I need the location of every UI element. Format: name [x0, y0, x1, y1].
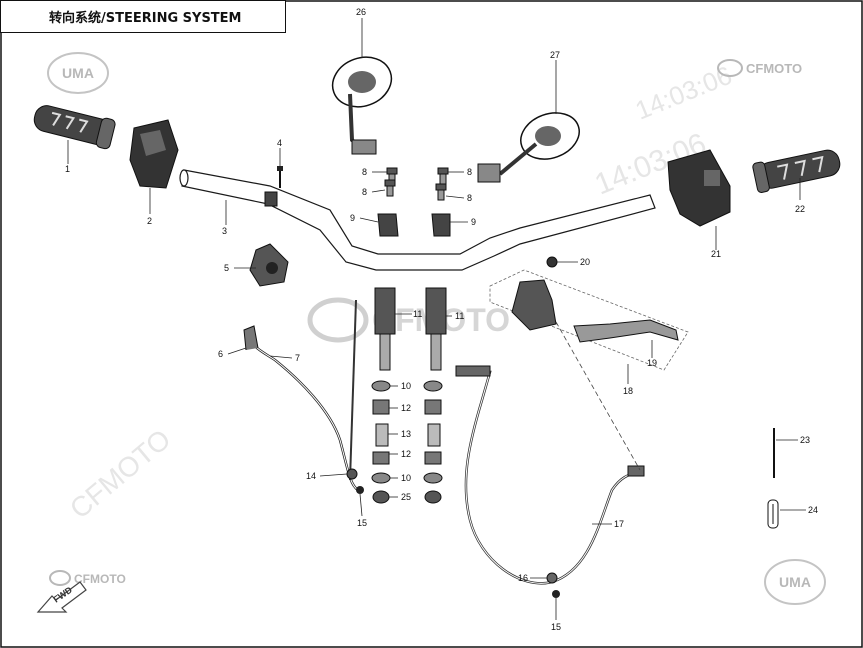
callout-12a: 12: [401, 403, 411, 413]
uma-logo-text: UMA: [62, 65, 94, 81]
hose-fitting-right: [627, 465, 645, 477]
uma-logo-bottom-text: UMA: [779, 574, 811, 590]
handlebar-collar: [264, 191, 278, 207]
watermark-timestamp-2: 14:03:06: [631, 60, 736, 126]
callout-17: 17: [614, 519, 624, 529]
callout-8b: 8: [362, 187, 367, 197]
page-title: 转向系统/STEERING SYSTEM: [49, 11, 242, 26]
left-grip: [33, 105, 116, 150]
callout-15b: 15: [551, 622, 561, 632]
callout-8c: 8: [467, 167, 472, 177]
cfmoto-logo-top: CFMOTO: [717, 59, 802, 77]
callout-19: 19: [647, 358, 657, 368]
callout-14: 14: [306, 471, 316, 481]
stack-right: [423, 380, 443, 504]
handlebar: [181, 169, 656, 271]
cfmoto-logo-text: CFMOTO: [746, 61, 802, 76]
cotter-pin: [767, 499, 779, 529]
callout-15a: 15: [357, 518, 367, 528]
callout-12b: 12: [401, 449, 411, 459]
callout-16: 16: [518, 573, 528, 583]
bolt-right: [435, 167, 449, 201]
callout-20: 20: [580, 257, 590, 267]
guide-line: [555, 321, 641, 471]
callout-11a: 11: [413, 309, 422, 319]
watermark-brand: CFMOTO: [64, 423, 176, 524]
clamp: [346, 468, 358, 480]
callout-11b: 11: [455, 311, 464, 321]
callout-21: 21: [711, 249, 721, 259]
title-box: 转向系统/STEERING SYSTEM: [0, 0, 286, 33]
callout-7: 7: [295, 353, 300, 363]
cable-elbow: [243, 325, 259, 351]
callout-3: 3: [222, 226, 227, 236]
callout-26: 26: [356, 7, 366, 17]
fwd-arrow-icon: FWD: [36, 581, 87, 613]
callout-10b: 10: [401, 473, 411, 483]
callout-24: 24: [808, 505, 818, 515]
upper-clamp-left: [377, 213, 399, 237]
riser-right: [425, 287, 447, 371]
callout-13: 13: [401, 429, 411, 439]
cfmoto-logo-bottom-text: CFMOTO: [74, 572, 126, 586]
hose-fitting-top: [455, 365, 491, 377]
callout-9a: 9: [350, 213, 355, 223]
clutch-mount: [249, 243, 289, 287]
riser-left: [374, 287, 396, 371]
callout-2: 2: [147, 216, 152, 226]
callout-8a: 8: [362, 167, 367, 177]
leader-lines: [67, 18, 806, 620]
uma-logo-bottom: UMA: [764, 559, 826, 605]
clutch-cable: [249, 329, 359, 492]
callout-8d: 8: [467, 193, 472, 203]
callout-5: 5: [224, 263, 229, 273]
callout-4: 4: [277, 138, 282, 148]
callout-22: 22: [795, 204, 805, 214]
master-cylinder: [511, 256, 558, 331]
right-switch: [667, 149, 731, 227]
callout-10a: 10: [401, 381, 411, 391]
callout-27: 27: [550, 50, 560, 60]
master-cylinder-box: [489, 269, 689, 371]
handlebar-left-end: [179, 169, 189, 187]
callout-18: 18: [623, 386, 633, 396]
upper-clamp-right: [431, 213, 451, 237]
clip: [546, 572, 558, 584]
callout-6: 6: [218, 349, 223, 359]
stack-left: [371, 380, 391, 504]
callout-1: 1: [65, 164, 70, 174]
bolt-left: [384, 167, 398, 197]
callout-23: 23: [800, 435, 810, 445]
left-switch: [129, 119, 179, 189]
left-mirror: [331, 56, 393, 155]
banjo-bolt-right: [552, 590, 560, 598]
clutch-cable-lower: [349, 299, 357, 481]
screw: [277, 166, 283, 188]
callout-25: 25: [401, 492, 411, 502]
uma-logo-top: UMA: [47, 52, 109, 94]
banjo-bolt-left: [356, 486, 364, 494]
cfmoto-logo-bottom: CFMOTO: [49, 570, 126, 586]
brake-hose: [462, 370, 641, 585]
callout-9b: 9: [471, 217, 476, 227]
right-mirror: [477, 112, 580, 183]
right-grip: [752, 149, 841, 193]
cfmoto-logo-center: CFMOTO: [307, 297, 510, 343]
brake-lever: [573, 319, 679, 343]
